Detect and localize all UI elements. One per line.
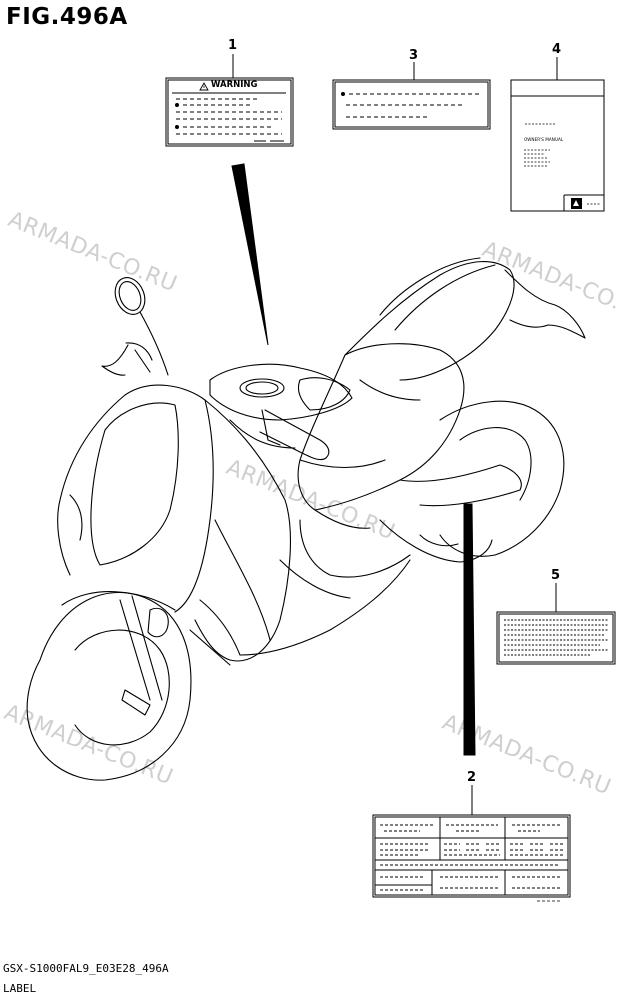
callout-number: 3 (409, 48, 419, 63)
callout-number: 4 (552, 42, 562, 57)
label-4-owners-manual (510, 79, 605, 212)
diagram-caption: LABEL (3, 982, 37, 995)
figure-title: FIG.496A (6, 4, 128, 30)
callout-number: 5 (551, 568, 561, 583)
motorcycle-outline (26, 257, 586, 781)
label-2 (372, 814, 571, 902)
callout-number: 2 (467, 770, 477, 785)
label-5 (496, 611, 616, 665)
suzuki-emblem-icon (571, 198, 582, 209)
warning-label-heading: WARNING (211, 80, 258, 90)
diagram-code: GSX-S1000FAL9_E03E28_496A (3, 962, 169, 975)
warning-triangle-icon (199, 82, 209, 91)
owners-manual-title: OWNER'S MANUAL (524, 137, 564, 142)
label-3 (332, 79, 491, 130)
leader-lines (231, 54, 558, 815)
callout-number: 1 (228, 38, 238, 53)
label-1-warning (165, 77, 294, 147)
